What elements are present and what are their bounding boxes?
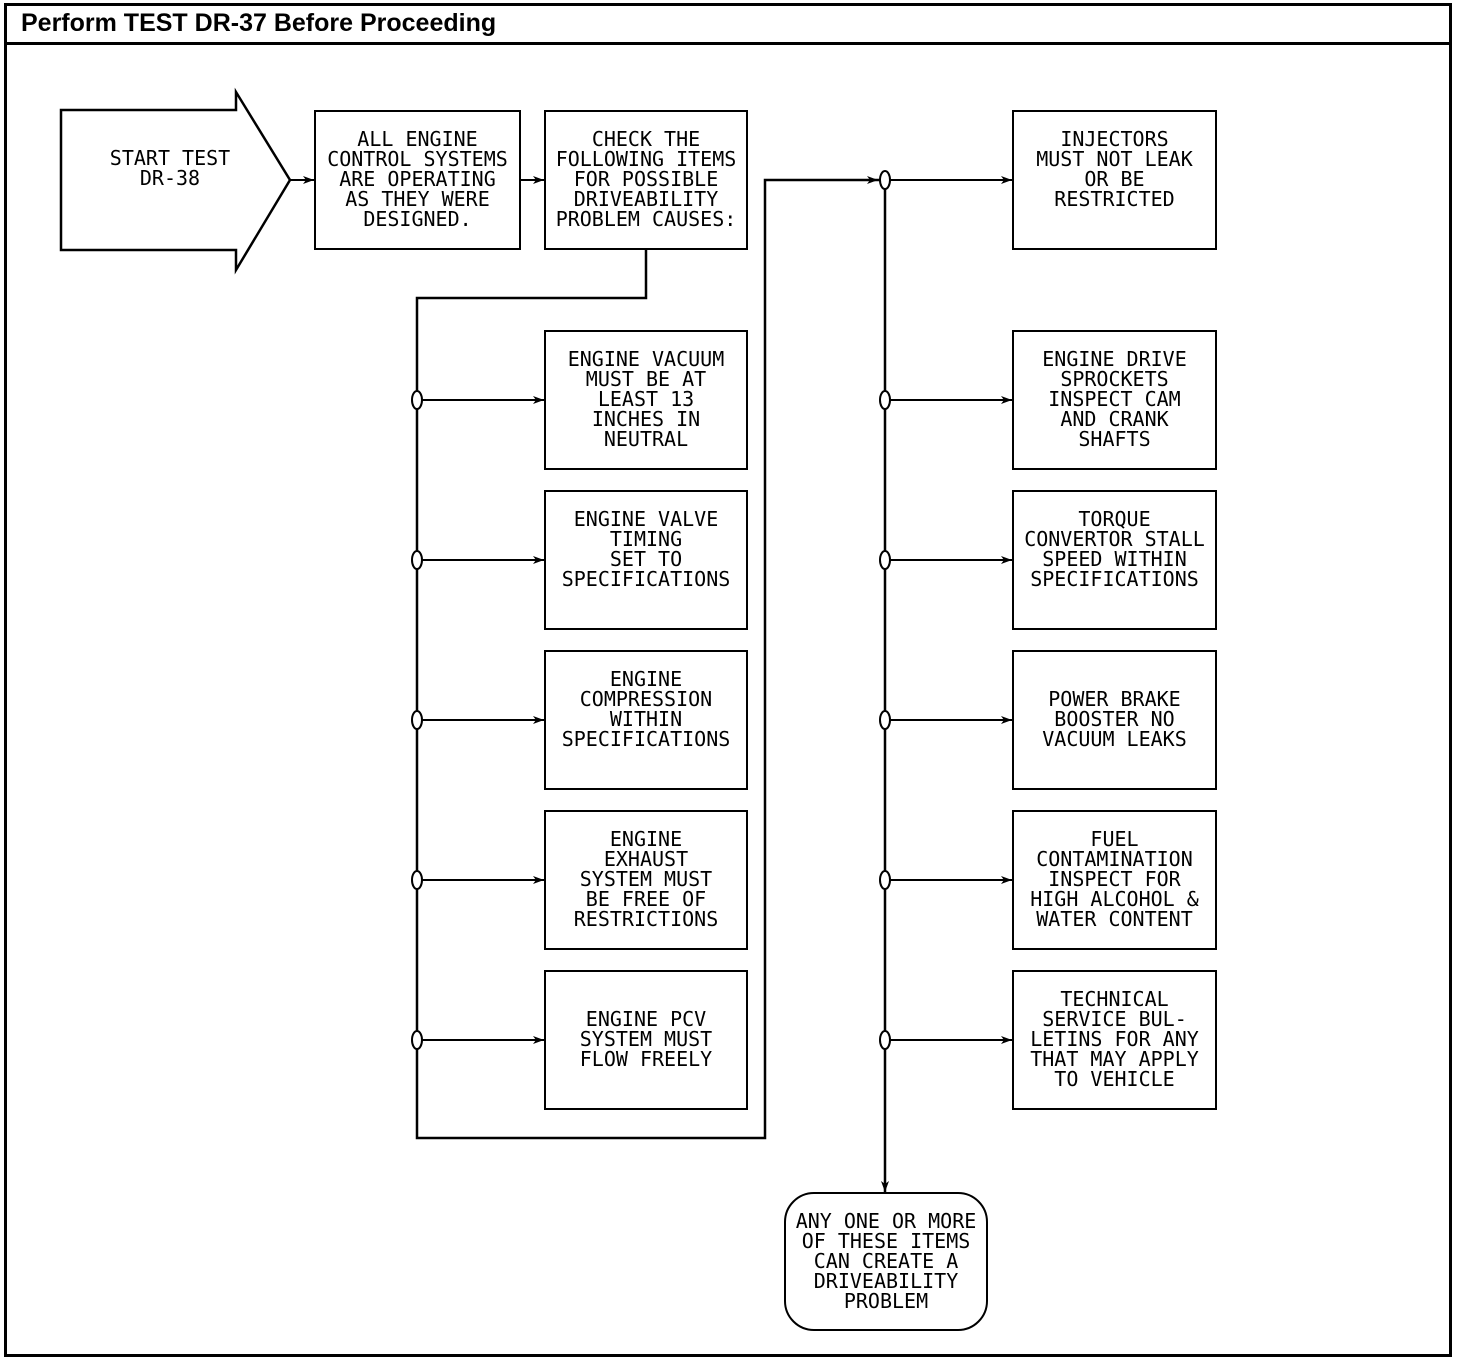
box-engine-valve-timing: ENGINE VALVE TIMING SET TO SPECIFICATION… bbox=[544, 490, 748, 630]
box-all-engine-control: ALL ENGINE CONTROL SYSTEMS ARE OPERATING… bbox=[314, 110, 521, 250]
box-engine-pcv: ENGINE PCV SYSTEM MUST FLOW FREELY bbox=[544, 970, 748, 1110]
start-arrow-shape bbox=[59, 87, 292, 275]
title-bar: Perform TEST DR-37 Before Proceeding bbox=[4, 3, 1452, 45]
end-conclusion-box: ANY ONE OR MORE OF THESE ITEMS CAN CREAT… bbox=[784, 1192, 988, 1331]
page-title: Perform TEST DR-37 Before Proceeding bbox=[21, 9, 497, 37]
box-engine-exhaust: ENGINE EXHAUST SYSTEM MUST BE FREE OF RE… bbox=[544, 810, 748, 950]
diagram-frame bbox=[4, 3, 1452, 1357]
start-test-label: START TEST DR-38 bbox=[109, 146, 231, 190]
box-engine-compression: ENGINE COMPRESSION WITHIN SPECIFICATIONS bbox=[544, 650, 748, 790]
box-torque-convertor: TORQUE CONVERTOR STALL SPEED WITHIN SPEC… bbox=[1012, 490, 1217, 630]
box-injectors: INJECTORS MUST NOT LEAK OR BE RESTRICTED bbox=[1012, 110, 1217, 250]
box-engine-drive-sprockets: ENGINE DRIVE SPROCKETS INSPECT CAM AND C… bbox=[1012, 330, 1217, 470]
box-technical-service-bulletins: TECHNICAL SERVICE BUL- LETINS FOR ANY TH… bbox=[1012, 970, 1217, 1110]
box-engine-vacuum: ENGINE VACUUM MUST BE AT LEAST 13 INCHES… bbox=[544, 330, 748, 470]
box-fuel-contamination: FUEL CONTAMINATION INSPECT FOR HIGH ALCO… bbox=[1012, 810, 1217, 950]
box-check-following-items: CHECK THE FOLLOWING ITEMS FOR POSSIBLE D… bbox=[544, 110, 748, 250]
box-power-brake-booster: POWER BRAKE BOOSTER NO VACUUM LEAKS bbox=[1012, 650, 1217, 790]
